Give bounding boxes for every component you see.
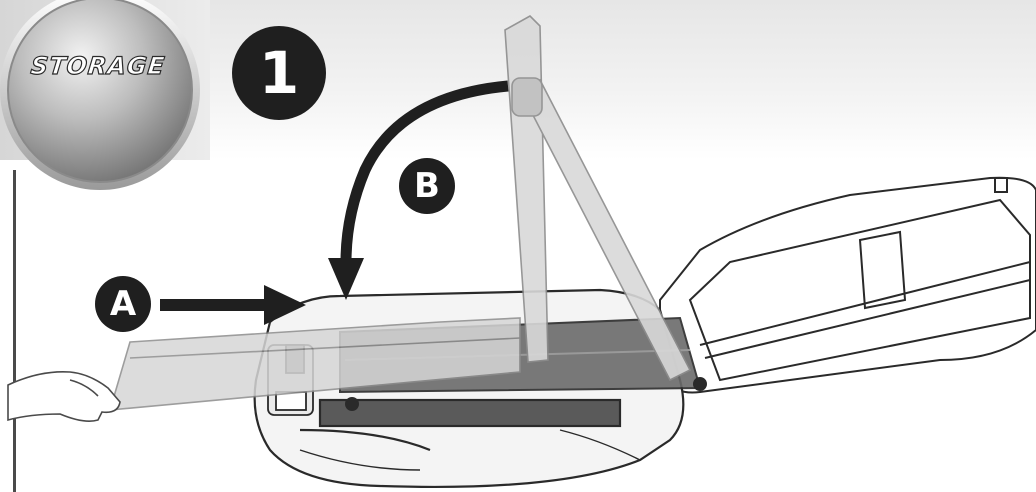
callout-b: B <box>399 158 455 214</box>
upright-frame-ghost <box>504 15 692 382</box>
callout-a: A <box>95 276 151 332</box>
step-number: 1 <box>258 39 300 107</box>
storage-badge: STORAGE <box>0 0 200 196</box>
slide-arrow-icon <box>160 285 306 325</box>
open-lid <box>659 176 1036 394</box>
badge-disc <box>0 0 200 190</box>
side-rule <box>13 170 16 492</box>
callout-a-label: A <box>109 284 137 324</box>
fold-arrow-icon <box>328 80 509 300</box>
hand-icon <box>7 370 121 422</box>
callout-b-label: B <box>414 166 440 206</box>
step-number-badge: 1 <box>232 26 326 120</box>
